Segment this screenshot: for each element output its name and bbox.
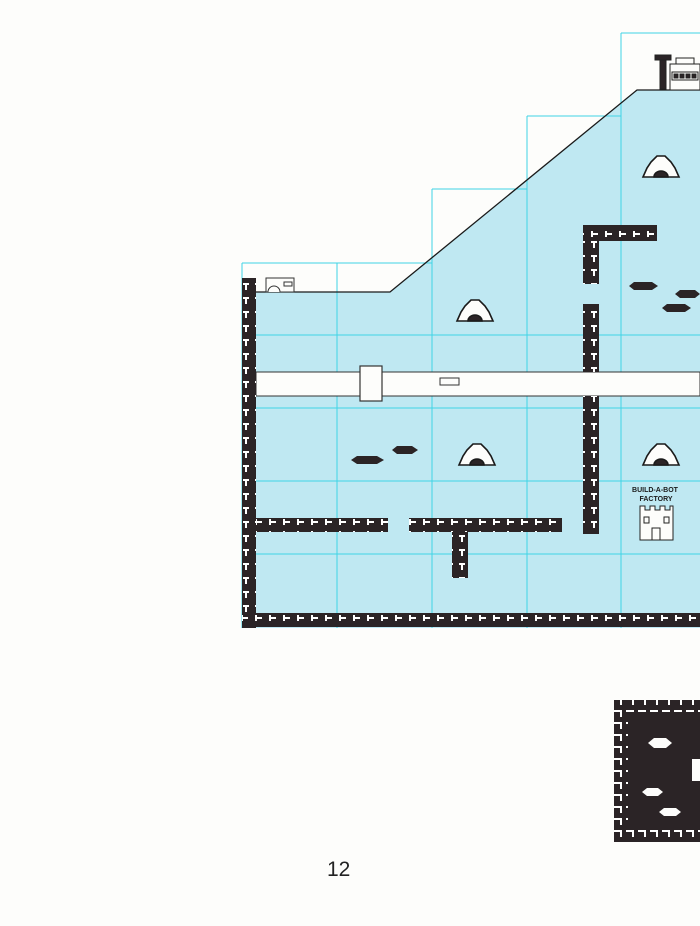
castle-icon (654, 54, 700, 91)
mine-icon (351, 456, 384, 464)
page-number: 12 (327, 858, 351, 881)
inset-mine-icon (642, 788, 663, 796)
shoreline (242, 89, 700, 293)
build-a-bot-factory: BUILD-A-BOT FACTORY (632, 487, 679, 541)
wall-stub-vertical (452, 532, 468, 578)
wall-segment-lower-middle (409, 518, 562, 532)
corridor-marker (439, 377, 460, 386)
wall-vertical-lower (583, 396, 599, 534)
igloo-icon (457, 443, 497, 466)
mine-icon (675, 290, 700, 298)
inset-map (614, 700, 700, 842)
mine-icon (629, 282, 658, 290)
mine-icon (392, 446, 418, 454)
wall-segment-lower-left (256, 518, 388, 532)
factory-icon (639, 505, 674, 541)
map-grid (241, 32, 700, 628)
corridor (255, 371, 700, 397)
left-wall (242, 278, 256, 628)
corridor-door[interactable] (359, 365, 383, 402)
wall-vertical-middle (583, 304, 599, 372)
factory-label-line2: FACTORY (639, 496, 672, 503)
water-region (242, 90, 700, 628)
inset-mine-icon (648, 738, 672, 748)
igloo-icon (641, 443, 681, 466)
mine-icon (662, 304, 691, 312)
igloo-icon (455, 299, 495, 322)
inset-block (692, 759, 700, 781)
inset-mine-icon (659, 808, 681, 816)
factory-label-line1: BUILD-A-BOT (632, 487, 679, 494)
wall-horizontal-upper (583, 225, 657, 241)
bottom-wall (242, 613, 700, 627)
tank-icon (265, 277, 295, 293)
igloo-icon (641, 155, 681, 178)
